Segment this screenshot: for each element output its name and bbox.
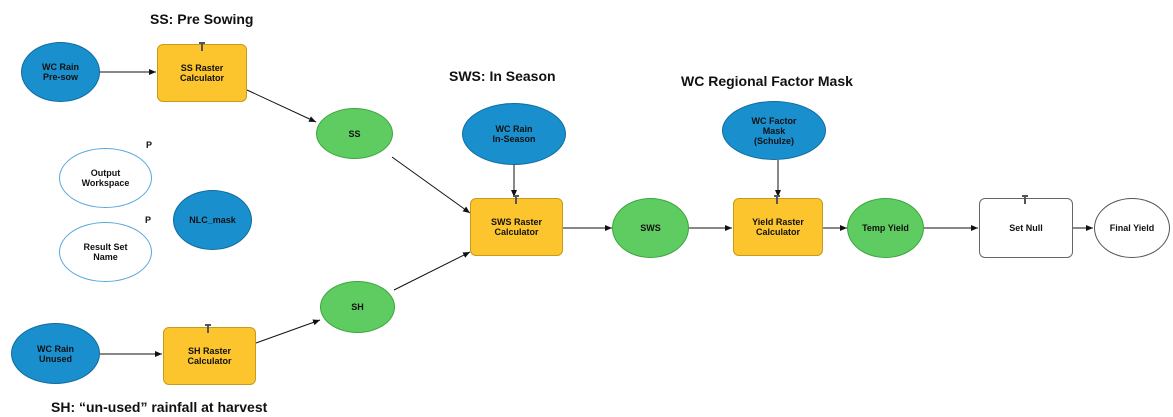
node-temp-yield[interactable]: Temp Yield bbox=[847, 198, 924, 258]
connector-ss-to-sws-calc bbox=[391, 156, 471, 214]
hammer-icon bbox=[1022, 195, 1028, 204]
heading-sws-in-season: SWS: In Season bbox=[449, 68, 556, 84]
param-mark-output-workspace: P bbox=[146, 140, 153, 150]
node-nlc-mask[interactable]: NLC_mask bbox=[173, 190, 252, 250]
node-sws[interactable]: SWS bbox=[612, 198, 689, 258]
connector-sh-calc-to-sh bbox=[255, 319, 321, 344]
hammer-icon bbox=[199, 42, 205, 51]
heading-sh-unused-rainfall: SH: “un-used” rainfall at harvest bbox=[51, 399, 268, 415]
hammer-icon bbox=[205, 324, 211, 333]
heading-wc-regional-factor-mask: WC Regional Factor Mask bbox=[681, 73, 853, 89]
heading-ss-pre-sowing: SS: Pre Sowing bbox=[150, 11, 254, 27]
connector-sh-to-sws-calc bbox=[393, 251, 471, 291]
param-mark-result-set-name: P bbox=[145, 215, 152, 225]
node-final-yield[interactable]: Final Yield bbox=[1094, 198, 1170, 258]
node-set-null[interactable]: Set Null bbox=[979, 198, 1073, 258]
hammer-icon bbox=[774, 195, 780, 204]
node-ss[interactable]: SS bbox=[316, 108, 393, 159]
hammer-icon bbox=[513, 195, 519, 204]
connector-ss-calc-to-ss bbox=[246, 89, 317, 123]
node-sh[interactable]: SH bbox=[320, 281, 395, 333]
